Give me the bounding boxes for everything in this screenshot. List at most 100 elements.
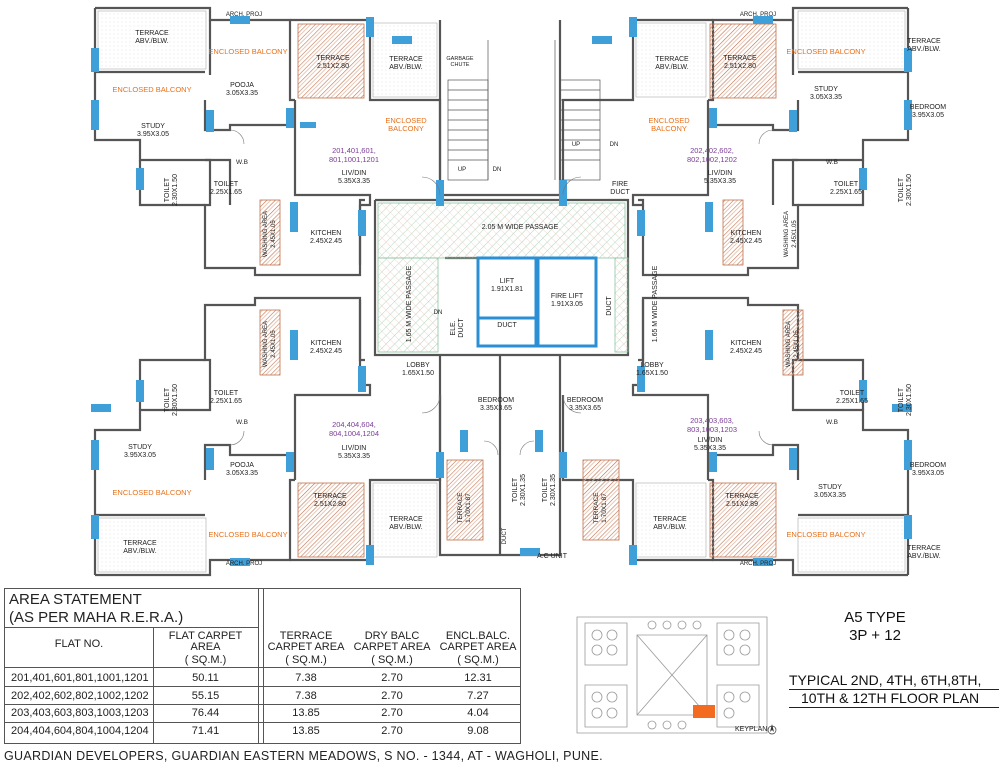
room-kitchen: KITCHEN 2.45X2.45 xyxy=(310,230,342,246)
unit-label: ( SQ.M.) xyxy=(457,654,499,666)
keyplan-label: KEYPLAN xyxy=(735,726,768,733)
room-label: LIFT 1.91X1.81 xyxy=(491,278,523,293)
room-toilet: TOILET 2.25X1.65 xyxy=(836,390,868,406)
room-label: GARBAGE CHUTE xyxy=(446,56,474,68)
flat-label: 203,403,603, 803,1003,1203 xyxy=(686,416,738,434)
room-label: POOJA 3.05X3.35 xyxy=(226,82,258,97)
area-statement-title: AREA STATEMENT xyxy=(9,591,142,608)
room-label: W.B xyxy=(236,159,248,166)
keyplan-highlight xyxy=(693,705,715,718)
duct: DUCT xyxy=(501,528,509,545)
room-label: DUCT xyxy=(497,322,517,329)
passage-text: 2.05 M WIDE PASSAGE xyxy=(481,224,559,231)
stair-up-label: UP xyxy=(571,142,581,148)
passage-label-vertical: 1.65 M WIDE PASSAGE xyxy=(652,266,660,343)
room-label: TOILET 2.25X1.65 xyxy=(836,390,868,405)
door-swings xyxy=(229,129,774,456)
row-dry-balc: 2.70 xyxy=(381,707,403,719)
room-label: ENCLOSED BALCONY xyxy=(112,85,192,94)
row-flat-carpet: 71.41 xyxy=(191,725,220,737)
passage-text: 1.65 M WIDE PASSAGE xyxy=(406,265,413,343)
room-label: LOBBY 1.65X1.50 xyxy=(636,362,668,377)
area-statement-subtitle: (AS PER MAHA R.E.R.A.) xyxy=(9,609,184,626)
row-dry-balc: 2.70 xyxy=(381,690,403,702)
room-label: TERRACE ABV./BLW. xyxy=(389,56,423,71)
room-toilet: TOILET 2.30X1.50 xyxy=(164,384,180,416)
lift-shafts xyxy=(476,256,598,348)
divider xyxy=(263,589,264,743)
room-label: BEDROOM 3.35X3.65 xyxy=(566,397,604,412)
wash-basin: W.B xyxy=(826,159,838,167)
room-terrace: TERRACE ABV./BLW. xyxy=(653,516,686,532)
divider xyxy=(153,627,154,743)
room-label: TOILET 2.30X1.50 xyxy=(898,174,913,206)
unit-label: ( SQ.M.) xyxy=(184,654,227,666)
room-label: KITCHEN 2.45X2.45 xyxy=(730,340,762,355)
room-terrace-hatched: TERRACE 2.51X2.89 xyxy=(725,493,758,509)
room-toilet: TOILET 2.30X1.50 xyxy=(898,174,914,206)
room-washing-area: WASHING AREA 2.45X1.05 xyxy=(785,321,801,367)
room-pooja: POOJA 3.05X3.35 xyxy=(226,82,258,98)
passage-hatch xyxy=(377,202,629,353)
arch-proj-label: ARCH. PROJ xyxy=(739,12,777,18)
room-study: STUDY 3.05X3.35 xyxy=(814,484,846,500)
room-terrace-hatched: TERRACE 2.51X2.80 xyxy=(313,493,346,509)
arch-proj: ARCH. PROJ xyxy=(740,11,776,19)
room-label: LIV/DIN 5.35X3.35 xyxy=(694,437,726,452)
flat-numbers-tl: 201,401,601, 801,1001,1201 xyxy=(329,146,379,164)
floor-plan-caption: TYPICAL 2ND, 4TH, 6TH,8TH, 10TH & 12TH F… xyxy=(789,672,999,708)
flat-numbers-tr: 202,402,602, 802,1002,1202 xyxy=(687,146,737,164)
room-label: KITCHEN 2.45X2.45 xyxy=(730,230,762,245)
passage-label-vertical: 1.65 M WIDE PASSAGE xyxy=(406,266,414,343)
room-label: W.B xyxy=(826,419,838,426)
room-label: FIRE LIFT 1.91X3.05 xyxy=(550,293,584,308)
room-toilet: TOILET 2.25X1.65 xyxy=(830,181,862,197)
room-study: STUDY 3.95X3.05 xyxy=(124,444,156,460)
room-label: LIV/DIN 5.35X3.35 xyxy=(704,170,736,185)
room-label: LIV/DIN 5.35X3.35 xyxy=(338,170,370,185)
room-label: TERRACE 2.51X2.80 xyxy=(723,55,757,70)
row-terrace: 7.38 xyxy=(295,690,317,702)
room-label: TOILET 2.25X1.65 xyxy=(210,181,242,196)
unit-config: 3P + 12 xyxy=(849,627,901,644)
passage-label: 2.05 M WIDE PASSAGE xyxy=(482,224,559,232)
room-label: BEDROOM 3.95X3.05 xyxy=(909,462,947,477)
room-label: TERRACE 1.70X1.87 xyxy=(593,492,608,524)
room-label: TOILET 2.25X1.65 xyxy=(830,181,862,196)
stair-dn: DN xyxy=(434,309,443,317)
room-label: WASHING AREA 2.45X1.05 xyxy=(784,210,798,258)
row-flats: 201,401,601,801,1001,1201 xyxy=(11,672,149,684)
room-label: WASHING AREA 2.45X1.05 xyxy=(786,320,800,368)
row-terrace: 13.85 xyxy=(292,725,320,737)
room-washing-area: WASHING AREA 2.45X1.05 xyxy=(262,321,278,367)
room-label: LOBBY 1.65X1.50 xyxy=(402,362,434,377)
duct: DUCT xyxy=(497,322,516,330)
garbage-chute: GARBAGE CHUTE xyxy=(446,56,473,68)
room-enclosed-balcony: ENCLOSED BALCONY xyxy=(112,489,191,497)
room-kitchen: KITCHEN 2.45X2.45 xyxy=(730,230,762,246)
ac-unit: A.C UNIT xyxy=(537,553,567,561)
room-liv-din: LIV/DIN 5.35X3.35 xyxy=(694,437,726,453)
room-enclosed-balcony: ENCLOSED BALCONY xyxy=(112,86,191,94)
room-label: TOILET 2.30X1.50 xyxy=(898,384,913,416)
col-header-encl-balc: ENCL.BALC. CARPET AREA xyxy=(439,630,517,653)
room-terrace: TERRACE ABV./BLW. xyxy=(389,56,422,72)
row-flat-carpet: 55.15 xyxy=(191,690,220,702)
room-liv-din: LIV/DIN 5.35X3.35 xyxy=(338,445,370,461)
room-enclosed-balcony: ENCLOSED BALCONY xyxy=(648,117,689,133)
row-encl-balc: 7.27 xyxy=(467,690,489,702)
row-encl-balc: 12.31 xyxy=(464,672,492,684)
col-header-dry-balc: DRY BALC CARPET AREA xyxy=(353,630,431,653)
row-flats: 203,403,603,803,1003,1203 xyxy=(11,707,149,719)
fire-lift: FIRE LIFT 1.91X3.05 xyxy=(551,293,583,309)
room-toilet: TOILET 2.30X1.35 xyxy=(542,474,558,506)
row-dry-balc: 2.70 xyxy=(381,725,403,737)
room-liv-din: LIV/DIN 5.35X3.35 xyxy=(338,170,370,186)
room-terrace: TERRACE ABV./BLW. xyxy=(907,545,940,561)
room-label: TERRACE ABV./BLW. xyxy=(655,56,689,71)
room-enclosed-balcony: ENCLOSED BALCONY xyxy=(786,48,865,56)
row-terrace: 7.38 xyxy=(295,672,317,684)
arch-proj-label: ARCH. PROJ xyxy=(225,12,263,18)
divider xyxy=(258,589,259,743)
